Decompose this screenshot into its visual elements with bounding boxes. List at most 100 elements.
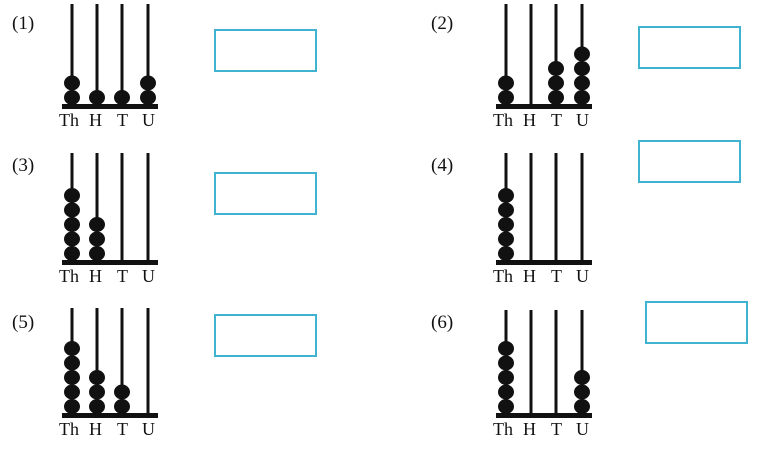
abacus-4-rod-h	[529, 153, 533, 261]
abacus-6-bead	[498, 341, 514, 356]
abacus-1-bead	[89, 90, 105, 105]
abacus-4-place-label: H	[523, 266, 536, 286]
abacus-1-bead	[64, 90, 80, 105]
abacus-3-rod-t	[120, 153, 124, 261]
abacus-2-bead	[574, 90, 590, 105]
abacus-3-bead	[64, 202, 80, 218]
problem-5-label: (5)	[12, 312, 35, 333]
abacus-5-bead	[64, 341, 80, 356]
abacus-4-place-label: T	[551, 266, 562, 286]
problem-1-label: (1)	[12, 13, 35, 34]
abacus-2-bead	[548, 61, 564, 76]
abacus-2-base	[496, 104, 592, 109]
abacus-1-base	[62, 104, 158, 109]
answer-box-1[interactable]	[214, 29, 317, 72]
answer-box-6[interactable]	[645, 301, 748, 344]
abacus-6-rod-t	[554, 310, 558, 414]
abacus-4-place-label: U	[576, 266, 589, 286]
abacus-2-rod-t	[554, 4, 558, 105]
abacus-5-bead	[64, 384, 80, 400]
abacus-6-bead	[498, 384, 514, 400]
abacus-5-bead	[64, 399, 80, 414]
problem-6-label: (6)	[431, 312, 454, 333]
abacus-5-bead	[64, 370, 80, 385]
abacus-2-bead	[574, 75, 590, 91]
abacus-3-bead	[64, 217, 80, 232]
abacus-2-bead	[498, 90, 514, 105]
abacus-3-bead	[64, 231, 80, 247]
abacus-1-rod-h	[95, 4, 99, 105]
abacus-6-bead	[574, 399, 590, 414]
abacus-2-place-label: Th	[493, 110, 513, 130]
abacus-3-bead	[64, 246, 80, 261]
answer-box-2[interactable]	[638, 26, 741, 69]
abacus-1-bead	[114, 90, 130, 105]
problem-4-label: (4)	[431, 155, 454, 176]
problem-2-label: (2)	[431, 13, 454, 34]
abacus-6-bead	[498, 370, 514, 385]
abacus-1-place-label: U	[142, 110, 155, 130]
abacus-1-bead	[140, 75, 156, 91]
answer-box-5[interactable]	[214, 314, 317, 357]
abacus-3-bead	[89, 217, 105, 232]
abacus-2-bead	[574, 61, 590, 76]
abacus-3-place-label: H	[89, 266, 102, 286]
abacus-5-bead	[89, 399, 105, 414]
abacus-4-rod-u	[580, 153, 584, 261]
abacus-4-bead	[498, 246, 514, 261]
abacus-3-rod-h	[95, 153, 99, 261]
abacus-4-bead	[498, 202, 514, 218]
abacus-3-bead	[89, 246, 105, 261]
abacus-5-rod-t	[120, 308, 124, 414]
abacus-2-bead	[548, 90, 564, 105]
abacus-2-rod-h	[529, 4, 533, 105]
abacus-5-bead	[89, 370, 105, 385]
abacus-5-bead	[89, 384, 105, 400]
abacus-4-bead	[498, 231, 514, 247]
abacus-5-place-label: Th	[59, 419, 79, 439]
abacus-6-place-label: T	[551, 419, 562, 439]
answer-box-3[interactable]	[214, 172, 317, 215]
abacus-1-bead	[140, 90, 156, 105]
abacus-6-rod-h	[529, 310, 533, 414]
abacus-4-bead	[498, 217, 514, 232]
abacus-1-place-label: H	[89, 110, 102, 130]
abacus-1-place-label: T	[117, 110, 128, 130]
abacus-1-rod-th	[70, 4, 74, 105]
abacus-5-bead	[114, 399, 130, 414]
problem-3-label: (3)	[12, 155, 35, 176]
abacus-6-bead	[574, 384, 590, 400]
abacus-2-place-label: T	[551, 110, 562, 130]
abacus-5-rod-u	[146, 308, 150, 414]
abacus-6-bead	[498, 399, 514, 414]
abacus-2-place-label: U	[576, 110, 589, 130]
abacus-5-place-label: T	[117, 419, 128, 439]
abacus-2-rod-th	[504, 4, 508, 105]
abacus-6-rod-u	[580, 310, 584, 414]
abacus-1-place-label: Th	[59, 110, 79, 130]
abacus-5-place-label: H	[89, 419, 102, 439]
abacus-3-place-label: U	[142, 266, 155, 286]
abacus-1-rod-u	[146, 4, 150, 105]
abacus-3-bead	[64, 188, 80, 203]
abacus-4-rod-t	[554, 153, 558, 261]
abacus-6-place-label: Th	[493, 419, 513, 439]
abacus-3-bead	[89, 231, 105, 247]
abacus-2-place-label: H	[523, 110, 536, 130]
abacus-5-bead	[114, 384, 130, 400]
abacus-5-bead	[64, 355, 80, 371]
abacus-4-bead	[498, 188, 514, 203]
abacus-2-bead	[548, 75, 564, 91]
answer-box-4[interactable]	[638, 140, 741, 183]
abacus-1-bead	[64, 75, 80, 91]
abacus-3-place-label: T	[117, 266, 128, 286]
abacus-6-place-label: H	[523, 419, 536, 439]
abacus-3-rod-u	[146, 153, 150, 261]
abacus-5-rod-h	[95, 308, 99, 414]
abacus-6-bead	[498, 355, 514, 371]
abacus-4-base	[496, 260, 592, 265]
abacus-6-base	[496, 413, 592, 418]
abacus-3-base	[62, 260, 158, 265]
abacus-4-place-label: Th	[493, 266, 513, 286]
